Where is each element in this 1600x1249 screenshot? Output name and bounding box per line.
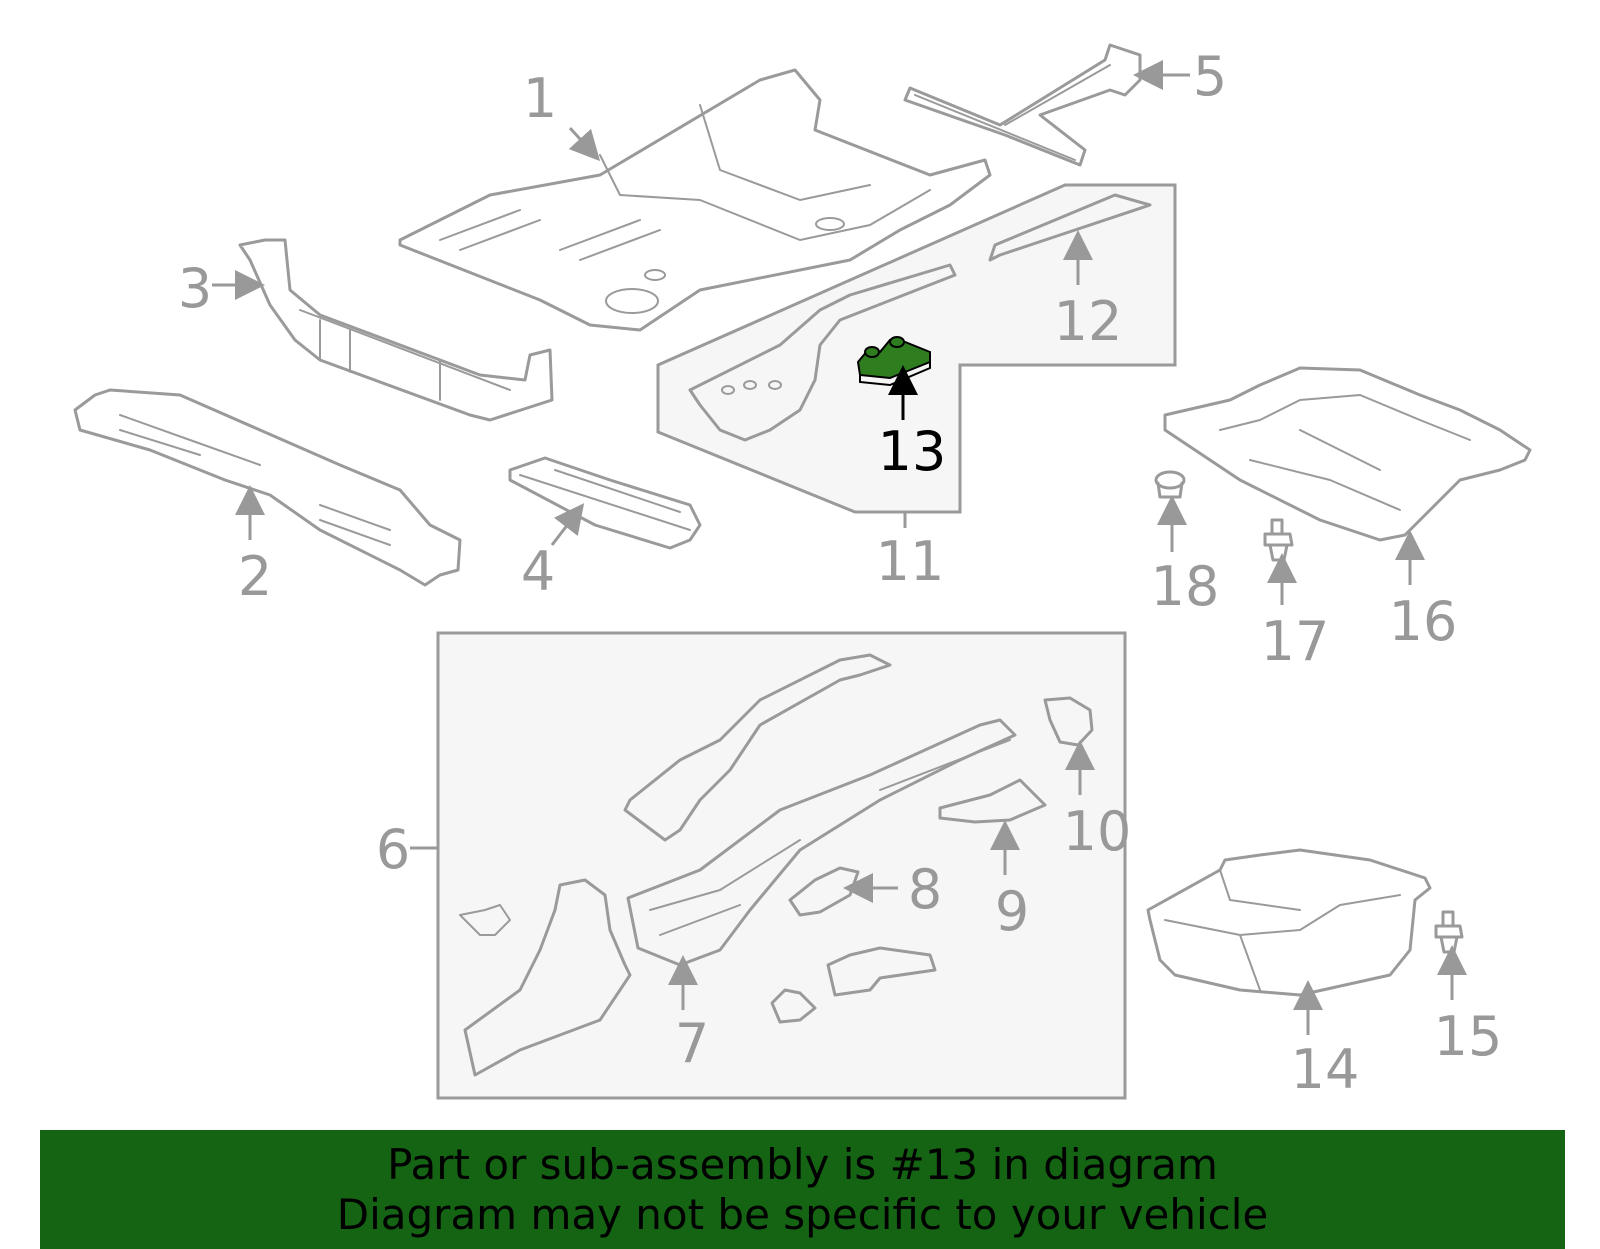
banner-line-1: Part or sub-assembly is #13 in diagram (387, 1139, 1218, 1189)
callout-14: 14 (1291, 1038, 1360, 1101)
part-12-bracket (988, 193, 1152, 262)
part-15-bolt (1434, 910, 1464, 954)
callout-17: 17 (1261, 610, 1330, 673)
part-10-bracket (1043, 696, 1094, 747)
group-box-6 (436, 631, 1127, 1100)
part-3-crossmember (238, 238, 554, 422)
callout-6: 6 (376, 818, 410, 881)
callout-13: 13 (878, 420, 947, 483)
info-banner: Part or sub-assembly is #13 in diagram D… (40, 1130, 1565, 1249)
callout-16: 16 (1389, 590, 1458, 653)
part-17-bolt (1263, 518, 1294, 562)
callout-9: 9 (995, 880, 1029, 943)
part-16-spare-tire-pan (1163, 366, 1532, 542)
leader-4 (550, 503, 585, 546)
part-2-side-sill (73, 388, 462, 587)
part-9-bracket (938, 778, 1047, 824)
callout-2: 2 (238, 545, 272, 608)
part-11-rail (688, 263, 957, 442)
assembly-6-small-parts (770, 946, 937, 1024)
assembly-6-left-member (459, 878, 632, 1077)
callout-1: 1 (523, 67, 557, 130)
part-14-storage-tray (1146, 848, 1432, 997)
part-18-clip (1154, 470, 1186, 499)
callout-4: 4 (521, 540, 555, 603)
leader-1 (568, 126, 601, 162)
callout-8: 8 (908, 858, 942, 921)
banner-line-2: Diagram may not be specific to your vehi… (336, 1189, 1269, 1239)
callout-18: 18 (1151, 555, 1220, 618)
callout-12: 12 (1054, 290, 1123, 353)
callout-5: 5 (1193, 45, 1227, 108)
callout-10: 10 (1063, 800, 1132, 863)
callout-11: 11 (876, 530, 945, 593)
assembly-6-upper-member (623, 653, 892, 842)
part-1-floor-pan (398, 68, 992, 332)
callout-15: 15 (1434, 1005, 1503, 1068)
part-5-crossmember (903, 43, 1142, 167)
part-4-rail (508, 456, 702, 550)
callout-3: 3 (178, 257, 212, 320)
callout-7: 7 (675, 1012, 709, 1075)
